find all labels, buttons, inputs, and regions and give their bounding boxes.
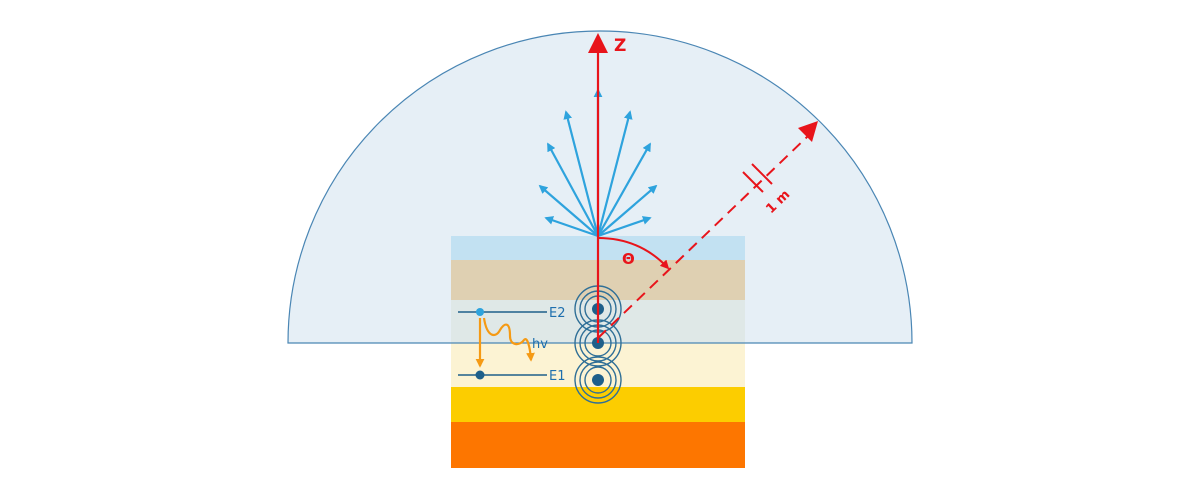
level-e2-electron — [476, 308, 484, 316]
photon-wave — [482, 317, 535, 362]
theta-angle: Θ — [597, 237, 670, 270]
level-e1-electron — [475, 370, 485, 380]
direction-arrowhead — [798, 121, 818, 142]
z-axis: Z — [588, 33, 626, 343]
z-axis-label: Z — [614, 36, 626, 56]
level-e2-label: E2 — [549, 306, 566, 321]
photon-label: hv — [532, 337, 548, 352]
source-lower — [574, 356, 622, 404]
energy-level-diagram: E2 E1 hv — [458, 306, 566, 384]
hemisphere-dome — [287, 30, 913, 344]
distance-break-marker — [742, 163, 773, 193]
layer-bottom — [451, 422, 745, 468]
layer-fifth — [451, 387, 745, 422]
level-e1-label: E1 — [549, 369, 566, 384]
theta-arc — [597, 237, 670, 270]
theta-label: Θ — [622, 250, 635, 268]
z-axis-arrowhead — [588, 33, 608, 53]
